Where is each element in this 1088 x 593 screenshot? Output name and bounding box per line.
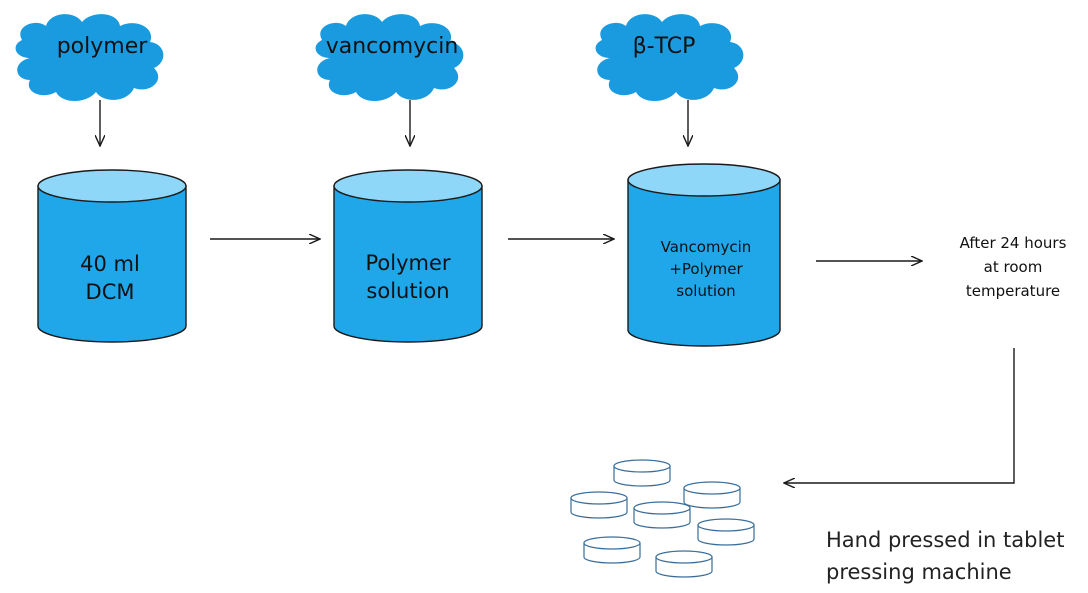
tablet-disc (633, 501, 691, 529)
container-1-line2: DCM (85, 280, 135, 304)
cylinder-vancomycin-polymer (627, 163, 781, 347)
input-polymer-label: polymer (56, 34, 148, 59)
cloud-btcp (595, 14, 744, 101)
after-note-line2: at room (983, 258, 1043, 276)
container-1-label: 40 ml DCM (80, 250, 140, 306)
container-2-label: Polymer solution (365, 249, 450, 305)
tablet-disc (683, 481, 741, 509)
final-step-line2: pressing machine (826, 560, 1012, 584)
tablet-disc (655, 550, 713, 578)
tablets-group (570, 459, 755, 578)
input-btcp-label: β-TCP (632, 34, 696, 59)
cylinder-polymer-solution (333, 169, 483, 343)
tablet-disc (570, 491, 628, 519)
container-3-label: Vancomycin +Polymer solution (661, 236, 752, 302)
after-note-line3: temperature (965, 282, 1061, 300)
tablet-disc (697, 518, 755, 546)
container-3-line2: +Polymer (669, 260, 743, 278)
arrow-wait-to-tablets (784, 348, 1015, 483)
container-3-line1: Vancomycin (660, 238, 752, 256)
tablet-disc (583, 536, 641, 564)
after-24-hours-note: After 24 hours at room temperature (960, 231, 1067, 303)
cloud-vancomycin (315, 14, 464, 101)
container-2-line1: Polymer (365, 251, 451, 275)
container-3-line3: solution (676, 282, 736, 300)
input-vancomycin-label: vancomycin (325, 34, 459, 59)
container-2-line2: solution (366, 279, 450, 303)
final-step-note: Hand pressed in tablet pressing machine (826, 524, 1064, 588)
container-1-line1: 40 ml (80, 252, 140, 276)
final-step-line1: Hand pressed in tablet (826, 528, 1065, 552)
after-note-line1: After 24 hours (959, 234, 1067, 252)
cylinder-dcm (37, 169, 187, 343)
cloud-polymer (15, 14, 164, 101)
tablet-disc (613, 459, 671, 487)
